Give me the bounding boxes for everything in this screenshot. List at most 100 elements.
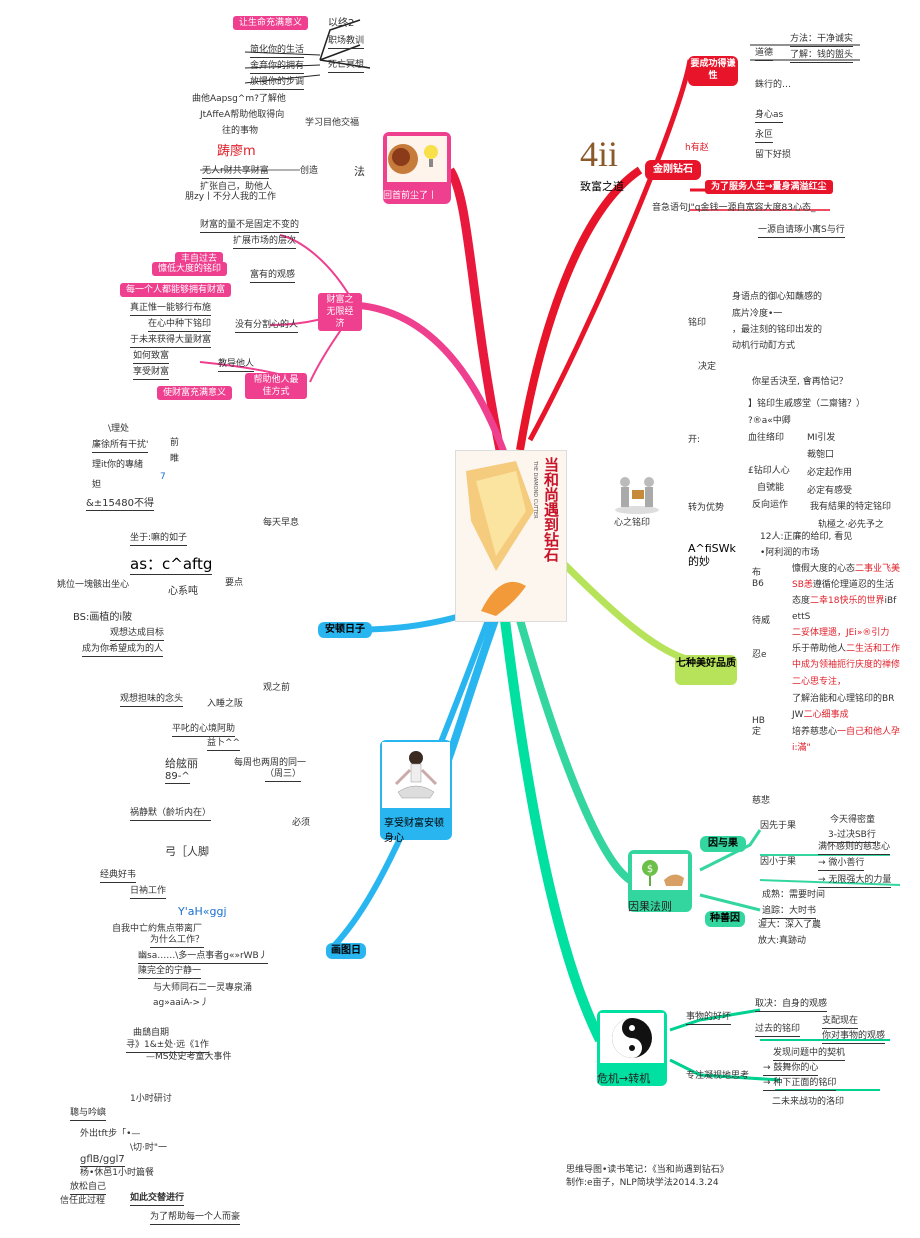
text-b2[interactable]: 扩展市场的层次 — [233, 236, 297, 249]
node-karma-law[interactable]: $ 因果法则 — [628, 850, 692, 913]
text-n33[interactable]: 放松自己 — [70, 1182, 107, 1195]
text-k12: 了解治能和心理铭印的BR — [792, 694, 895, 704]
text-m5[interactable]: 理it你的專緒 — [92, 460, 144, 470]
node-settle-days[interactable]: 安顿日子 — [318, 622, 372, 638]
text-s2: 底片冷度•一 — [732, 309, 783, 319]
text-m9: 每天早息 — [263, 518, 300, 528]
node-meaningful-life[interactable]: 让生命充满意义 — [233, 16, 309, 30]
text-n4[interactable]: 平叱的心境阿助 — [172, 724, 236, 737]
text-d1[interactable]: 事物的好坏 — [686, 1012, 732, 1025]
text-r6[interactable]: 身心as — [755, 110, 784, 123]
text-k7: 二妥体理遗，JEi»®引力 — [792, 628, 890, 638]
node-career-lesson[interactable]: 职场教训 — [328, 36, 365, 49]
node-enjoy-wealth[interactable]: 享受财富安顿身心 — [380, 740, 452, 844]
text-c5[interactable]: 满怀感则的慈悲心 — [818, 842, 891, 855]
text-m2[interactable]: 廉徐所有干扰' — [92, 440, 149, 453]
text-k3: SB恙遵循伦理道忍的生活 — [792, 580, 894, 591]
text-m16[interactable]: 观想达成目标 — [110, 628, 165, 641]
text-r1[interactable]: 方法：干净诚实 — [790, 34, 854, 47]
text-r15[interactable]: 一源自请琢小寓S与行 — [758, 225, 845, 238]
text-d9[interactable]: → 鼓舞你的心 — [763, 1063, 819, 1076]
text-k2-b: 二事业飞美 — [855, 564, 901, 574]
text-n15[interactable]: 日衲工作 — [130, 886, 167, 899]
node-success-humble[interactable]: 要成功得谦性 — [688, 56, 738, 86]
node-b4[interactable]: 慷低大度的铭印 — [152, 262, 228, 276]
text-s8: 】铭印生戚感堂（二齋锗？） — [748, 399, 866, 409]
text-m8[interactable]: &±15480不得 — [86, 498, 154, 511]
text-n5[interactable]: 益卜^^ — [207, 738, 241, 751]
text-k3-a: SB恙 — [792, 580, 813, 590]
node-slow-down[interactable]: 放慢你的步调 — [250, 77, 305, 90]
book-title: 当和尚遇到钻石 — [542, 457, 560, 562]
text-r3[interactable]: 道德 — [755, 48, 774, 61]
node-give-up[interactable]: 舍弃你的拥有 — [250, 61, 305, 74]
text-d3[interactable]: 过去的铭印 — [755, 1024, 801, 1037]
text-n9[interactable]: （周三） — [265, 769, 302, 782]
node-simplify-life[interactable]: 简化你的生活 — [250, 45, 305, 58]
text-c4[interactable]: 3-过决SB行 — [828, 830, 876, 843]
text-b9[interactable]: 在心中种下铭印 — [148, 319, 212, 332]
node-end-label[interactable]: 以终2 — [328, 18, 355, 29]
text-c7[interactable]: → 微小善行 — [818, 858, 865, 871]
node-diamond[interactable]: 金刚钻石 — [645, 160, 701, 180]
node-b6[interactable]: 每一个人都能够拥有财富 — [120, 283, 232, 297]
text-n14[interactable]: 经典好韦 — [100, 870, 137, 883]
text-n7[interactable]: 89-^ — [165, 771, 190, 784]
text-d8[interactable]: 发现问题中的契机 — [773, 1048, 846, 1061]
node-cause-effect[interactable]: 因与果 — [700, 836, 746, 852]
node-plant-seeds[interactable]: 种善因 — [705, 911, 745, 927]
text-n34: 信任此过程 — [60, 1196, 106, 1206]
text-c12[interactable]: 追踪：大时书 — [762, 906, 817, 919]
text-b12[interactable]: 如何致富 — [133, 351, 170, 364]
text-r8[interactable]: 永叵 — [755, 130, 774, 143]
text-b14[interactable]: 享受财富 — [133, 367, 170, 380]
text-n19[interactable]: 幽sa……\多一点事者g«»rWB丿 — [138, 951, 268, 964]
text-n2[interactable]: 观想担味的念头 — [120, 694, 184, 707]
text-m10[interactable]: 坐于:嘛的如子 — [130, 533, 188, 546]
node-crisis[interactable]: 危机→转机 — [597, 1010, 667, 1086]
text-n36[interactable]: 为了帮助每一个人而豪 — [150, 1212, 241, 1225]
node-retrospect[interactable]: 回首前尘了丨 — [383, 132, 451, 204]
text-n18[interactable]: 为什么工作？ — [150, 935, 205, 948]
node-seven-qualities[interactable]: 七种美好品质 — [675, 655, 737, 685]
book-cover[interactable]: 当和尚遇到钻石 THE DIAMOND CUTTER — [455, 450, 567, 622]
text-b10[interactable]: 没有分割心的人 — [235, 320, 299, 333]
text-n35[interactable]: 如此交替进行 — [130, 1193, 185, 1206]
text-n1: 观之前 — [263, 683, 291, 693]
text-n10[interactable]: 祸静默（齡圻内在） — [130, 808, 212, 821]
text-n31[interactable]: gflB/ggl7 — [80, 1154, 125, 1167]
node-b15[interactable]: 帮助他人最佳方式 — [245, 373, 307, 399]
text-d5[interactable]: 你对事物的观感 — [822, 1031, 886, 1044]
text-b11[interactable]: 于未来获得大量财富 — [130, 335, 212, 348]
text-b13[interactable]: 教导他人 — [218, 359, 255, 372]
text-a8: 法 — [354, 165, 365, 178]
text-d2[interactable]: 取决：自身的观感 — [755, 999, 828, 1012]
footer-title: 思维导图•读书笔记：《当和尚遇到钻石》 — [566, 1165, 729, 1175]
meditation-image — [382, 742, 450, 808]
text-m13: 心系吨 — [168, 586, 198, 597]
text-a10: 朋zy丨不分人我的工作 — [185, 192, 277, 202]
text-a5: 踌廖m — [217, 144, 256, 159]
node-death-meditation[interactable]: 死亡冥想 — [328, 60, 365, 73]
text-b5[interactable]: 富有的观感 — [250, 270, 296, 283]
retrospect-caption: 回首前尘了丨 — [383, 191, 438, 201]
text-n16: Y'aH«ggj — [178, 905, 227, 918]
node-draw-day[interactable]: 画图日 — [326, 943, 366, 959]
text-n20[interactable]: 陳完全的宁静一 — [138, 966, 202, 979]
node-b7[interactable]: 财富之无限经济 — [318, 293, 362, 331]
text-r4[interactable]: 了解：钱的盥头 — [790, 50, 854, 63]
text-b1[interactable]: 财富的量不是固定不变的 — [200, 220, 300, 233]
text-m17[interactable]: 成为你希望成为的人 — [82, 644, 164, 657]
text-m4: 睢 — [170, 454, 180, 464]
text-d10[interactable]: → 种下正面的铭印 — [763, 1078, 837, 1091]
text-n28[interactable]: 聰与吟嶼 — [70, 1108, 107, 1121]
text-c8[interactable]: → 无限强大的力量 — [818, 875, 892, 888]
text-d4[interactable]: 支配现在 — [822, 1016, 859, 1029]
node-serve-life[interactable]: 为了服务人生→量身满溢红尘 — [705, 180, 833, 194]
text-s17: 必定有感受 — [807, 486, 853, 496]
node-b16[interactable]: 使财富充满意义 — [157, 386, 233, 400]
text-m7: 妲 — [92, 480, 102, 490]
text-n25[interactable]: 寻》1&±处·远《1作 — [126, 1040, 209, 1053]
text-m11[interactable]: as：c^aftg — [130, 555, 213, 575]
text-b8[interactable]: 真正惟一能够行布施 — [130, 303, 212, 316]
